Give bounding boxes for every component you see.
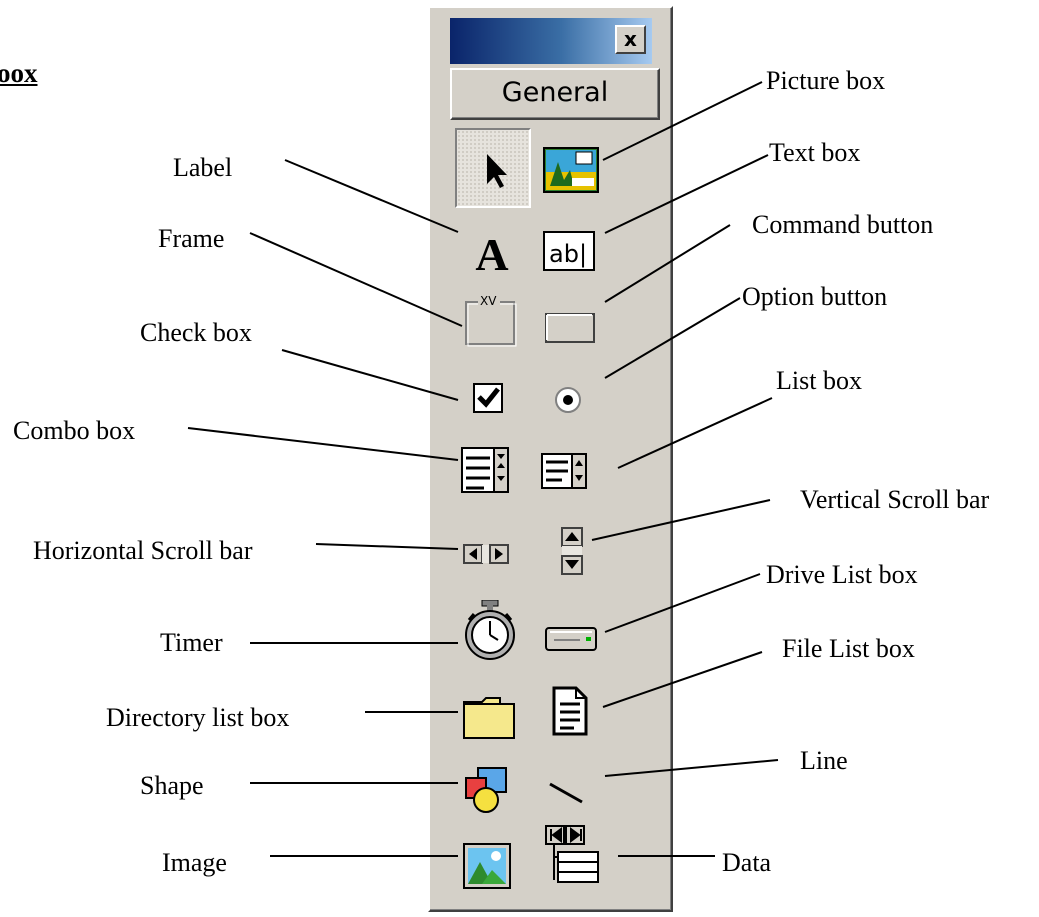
picture-box-icon xyxy=(543,147,599,193)
image-icon xyxy=(463,843,511,889)
leader-line xyxy=(604,759,779,777)
stopwatch-icon xyxy=(465,600,515,660)
horizontal-scroll-bar-tool[interactable] xyxy=(460,523,524,587)
callout-timer: Timer xyxy=(160,628,223,657)
check-box-icon xyxy=(473,383,503,413)
svg-text:ab|: ab| xyxy=(549,240,587,268)
folder-icon xyxy=(463,697,515,739)
data-control-icon xyxy=(545,825,599,883)
close-button[interactable]: x xyxy=(615,25,646,54)
shapes-icon xyxy=(465,767,507,813)
file-list-box-tool[interactable] xyxy=(546,680,610,744)
file-icon xyxy=(552,686,588,736)
leader-frame xyxy=(249,232,463,327)
option-button-icon xyxy=(555,387,581,413)
frame-tool[interactable]: XV xyxy=(462,290,526,354)
callout-horizontal-scroll-bar: Horizontal Scroll bar xyxy=(33,536,253,565)
callout-data: Data xyxy=(722,848,772,877)
vscroll-icon xyxy=(561,527,583,575)
leader-list-box xyxy=(617,397,773,469)
svg-text:XV: XV xyxy=(480,294,497,308)
toolbox-titlebar[interactable]: x xyxy=(450,18,652,64)
vertical-scroll-bar-tool[interactable] xyxy=(550,520,614,584)
drive-icon xyxy=(545,627,597,651)
svg-text:A: A xyxy=(475,229,508,280)
callout-text-box: Text box xyxy=(769,138,861,167)
leader-check-box xyxy=(281,349,459,401)
callout-vertical-scroll-bar: Vertical Scroll bar xyxy=(800,485,990,514)
callout-file-list-box: File List box xyxy=(782,634,915,663)
callout-check-box: Check box xyxy=(140,318,252,347)
shape-tool[interactable] xyxy=(458,760,522,824)
command-button-tool[interactable] xyxy=(542,298,606,362)
callout-command-button: Command button xyxy=(752,210,934,239)
tab-general[interactable]: General xyxy=(450,68,660,120)
drive-list-box-tool[interactable] xyxy=(542,606,606,670)
pointer-tool[interactable] xyxy=(455,128,531,208)
callout-frame: Frame xyxy=(158,224,225,253)
list-box-icon xyxy=(541,453,587,489)
directory-list-box-tool[interactable] xyxy=(460,686,524,750)
callout-combo-box: Combo box xyxy=(13,416,136,445)
combo-box-tool[interactable] xyxy=(460,438,524,502)
leader-picture-box xyxy=(602,81,763,161)
leader-combo-box xyxy=(187,427,459,461)
hscroll-icon xyxy=(463,544,509,564)
callout-directory-list-box: Directory list box xyxy=(106,703,290,732)
callout-image: Image xyxy=(162,848,227,877)
callout-drive-list-box: Drive List box xyxy=(766,560,918,589)
leader-file-list-box xyxy=(602,651,763,708)
line-icon xyxy=(549,782,583,804)
image-tool[interactable] xyxy=(458,834,522,898)
pointer-arrow-icon xyxy=(487,154,507,188)
leader-label xyxy=(284,159,459,233)
close-icon: x xyxy=(624,27,637,51)
leader-option-button xyxy=(604,297,741,379)
callout-list-box: List box xyxy=(776,366,862,395)
leader-horizontal-scroll-bar xyxy=(315,543,459,550)
list-box-tool[interactable] xyxy=(540,444,604,508)
line-tool[interactable] xyxy=(542,766,606,830)
callout-line: Line xyxy=(800,746,848,775)
label-tool[interactable]: A xyxy=(460,220,524,284)
callout-option-button: Option button xyxy=(742,282,888,311)
page-heading-fragment: oox xyxy=(0,58,38,88)
text-box-tool[interactable]: ab| xyxy=(540,220,604,284)
callout-label: Label xyxy=(173,153,233,182)
text-box-ab-icon: ab| xyxy=(543,231,595,271)
callout-shape: Shape xyxy=(140,771,204,800)
data-tool[interactable] xyxy=(542,820,606,884)
check-box-tool[interactable] xyxy=(468,370,532,434)
toolbox-window: x General A ab| xyxy=(428,6,673,912)
leader-drive-list-box xyxy=(604,573,761,633)
picture-box-tool[interactable] xyxy=(542,140,606,204)
leader-vertical-scroll-bar xyxy=(591,499,771,541)
option-button-tool[interactable] xyxy=(542,370,606,434)
frame-icon: XV xyxy=(465,292,517,347)
leader-command-button xyxy=(604,224,731,303)
timer-tool[interactable] xyxy=(460,600,524,664)
combo-box-icon xyxy=(461,447,509,493)
leader-text-box xyxy=(604,154,769,234)
label-a-icon: A xyxy=(475,229,508,280)
command-button-icon xyxy=(545,313,595,343)
callout-picture-box: Picture box xyxy=(766,66,886,95)
